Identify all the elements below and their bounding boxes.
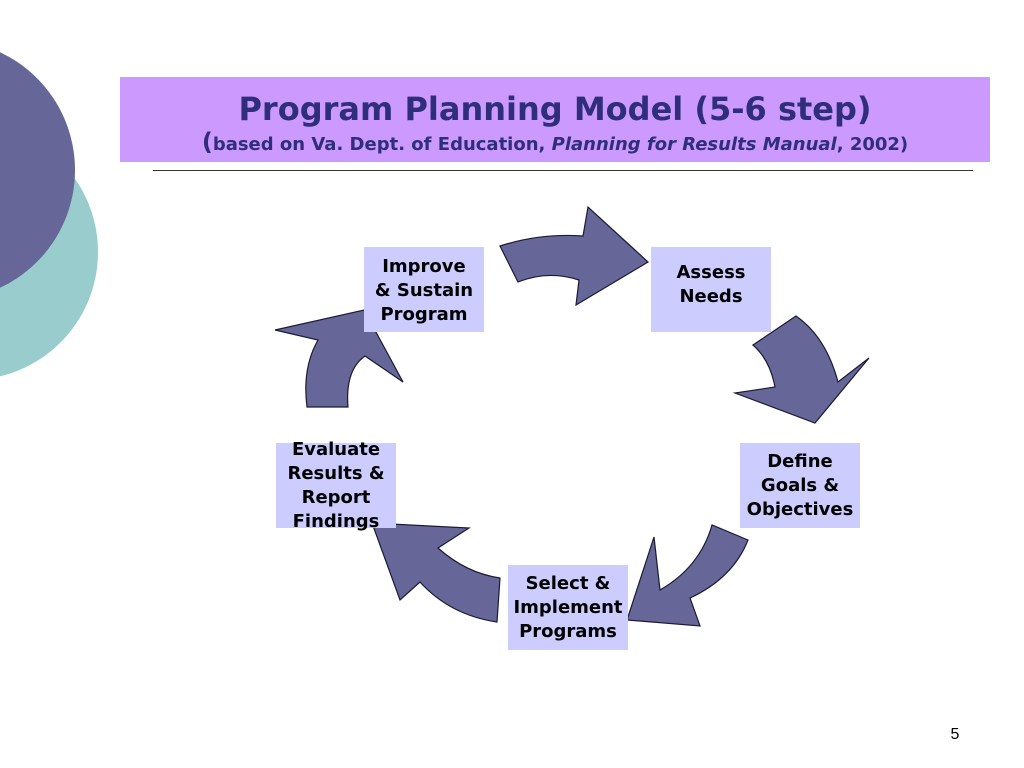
- arrow-define-to-select-icon: [626, 524, 749, 627]
- subtitle-manual: Planning for Results Manual: [551, 134, 837, 155]
- slide-title: Program Planning Model (5-6 step): [238, 90, 872, 128]
- page-number: 5: [950, 726, 960, 743]
- title-banner: Program Planning Model (5-6 step) (based…: [120, 77, 990, 162]
- step-improve-label: Improve & Sustain Program: [374, 256, 474, 325]
- arrow-select-to-evaluate-icon: [371, 522, 501, 623]
- subtitle-open-paren: (: [201, 128, 213, 156]
- step-evaluate-label: Evaluate Results & Report Findings: [287, 438, 385, 532]
- title-underline: [153, 170, 973, 171]
- subtitle-lead: based on Va. Dept. of Education,: [212, 134, 552, 155]
- arrow-improve-to-assess-icon: [499, 205, 649, 307]
- arrow-assess-to-define-icon: [732, 315, 870, 424]
- step-assess-label: Assess Needs: [676, 262, 746, 307]
- step-select-label: Select & Implement Programs: [513, 572, 623, 642]
- subtitle-tail: , 2002): [836, 134, 909, 155]
- step-define-goals: Define Goals & Objectives: [740, 443, 860, 528]
- step-select-implement: Select & Implement Programs: [508, 565, 628, 650]
- purple-circle: [0, 52, 75, 288]
- step-assess-needs: Assess Needs: [651, 247, 771, 332]
- step-evaluate-results: Evaluate Results & Report Findings: [276, 439, 396, 532]
- step-define-label: Define Goals & Objectives: [746, 450, 854, 520]
- decorative-circles: [0, 52, 98, 377]
- slide-subtitle: (based on Va. Dept. of Education, Planni…: [120, 128, 990, 156]
- step-improve-sustain: Improve & Sustain Program: [364, 247, 484, 332]
